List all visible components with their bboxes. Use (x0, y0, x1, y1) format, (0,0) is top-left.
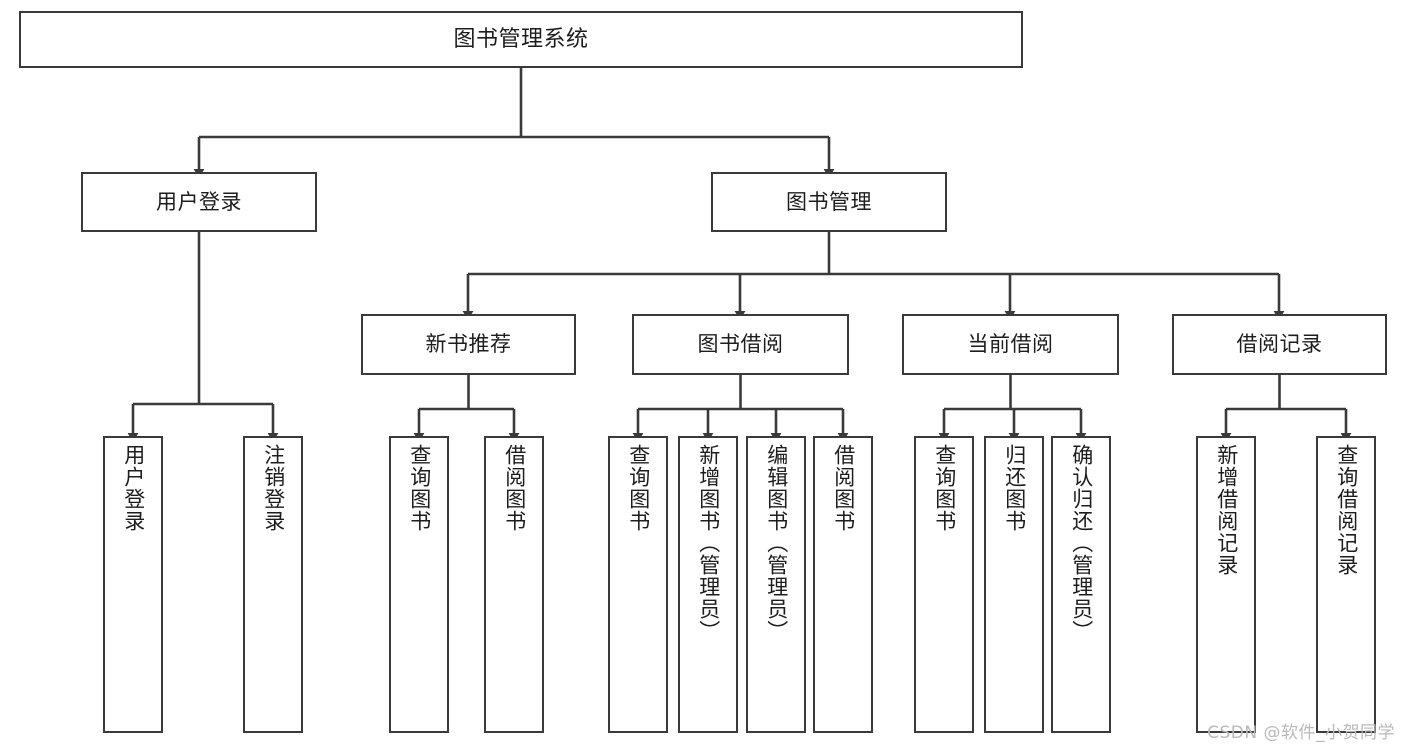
node-label: 图书管理系统 (453, 26, 589, 52)
node-label: 编辑图书（管理员） (764, 444, 789, 642)
node-root[interactable]: 图书管理系统 (19, 11, 1023, 68)
node-book-manage[interactable]: 图书管理 (711, 172, 947, 232)
node-label: 新书推荐 (425, 332, 512, 357)
node-label: 确认归还（管理员） (1069, 444, 1094, 642)
node-leaf-user-logout[interactable]: 注销登录 (243, 436, 303, 733)
node-label: 借阅图书 (831, 444, 856, 532)
node-label: 查询借阅记录 (1334, 444, 1359, 576)
node-borrow-record[interactable]: 借阅记录 (1172, 314, 1387, 375)
node-label: 图书管理 (786, 189, 872, 214)
node-leaf-query-book-3[interactable]: 查询图书 (914, 436, 974, 733)
node-label: 用户登录 (156, 189, 242, 214)
node-leaf-query-record[interactable]: 查询借阅记录 (1316, 436, 1376, 733)
node-label: 归还图书 (1002, 444, 1027, 532)
node-label: 用户登录 (121, 444, 146, 532)
node-label: 注销登录 (261, 444, 286, 532)
node-label: 新增借阅记录 (1214, 444, 1239, 576)
node-label: 当前借阅 (967, 332, 1054, 357)
node-leaf-query-book-1[interactable]: 查询图书 (389, 436, 449, 733)
node-label: 查询图书 (407, 444, 432, 532)
node-leaf-query-book-2[interactable]: 查询图书 (608, 436, 668, 733)
node-leaf-return-book[interactable]: 归还图书 (984, 436, 1044, 733)
node-leaf-user-login[interactable]: 用户登录 (103, 436, 163, 733)
node-label: 借阅图书 (502, 444, 527, 532)
node-label: 借阅记录 (1236, 332, 1323, 357)
node-leaf-edit-book[interactable]: 编辑图书（管理员） (746, 436, 806, 733)
node-leaf-confirm-ret[interactable]: 确认归还（管理员） (1051, 436, 1111, 733)
node-label: 查询图书 (932, 444, 957, 532)
node-label: 新增图书（管理员） (696, 444, 721, 642)
node-leaf-borrow-book-2[interactable]: 借阅图书 (813, 436, 873, 733)
node-label: 图书借阅 (697, 332, 784, 357)
node-leaf-add-record[interactable]: 新增借阅记录 (1196, 436, 1256, 733)
node-leaf-add-book[interactable]: 新增图书（管理员） (678, 436, 738, 733)
node-new-book-rec[interactable]: 新书推荐 (361, 314, 576, 375)
node-label: 查询图书 (626, 444, 651, 532)
node-leaf-borrow-book-1[interactable]: 借阅图书 (484, 436, 544, 733)
node-user-login[interactable]: 用户登录 (81, 172, 317, 232)
csdn-watermark: CSDN @软件_小贺同学 (1207, 723, 1395, 743)
node-book-borrow[interactable]: 图书借阅 (632, 314, 849, 375)
node-current-borrow[interactable]: 当前借阅 (902, 314, 1119, 375)
